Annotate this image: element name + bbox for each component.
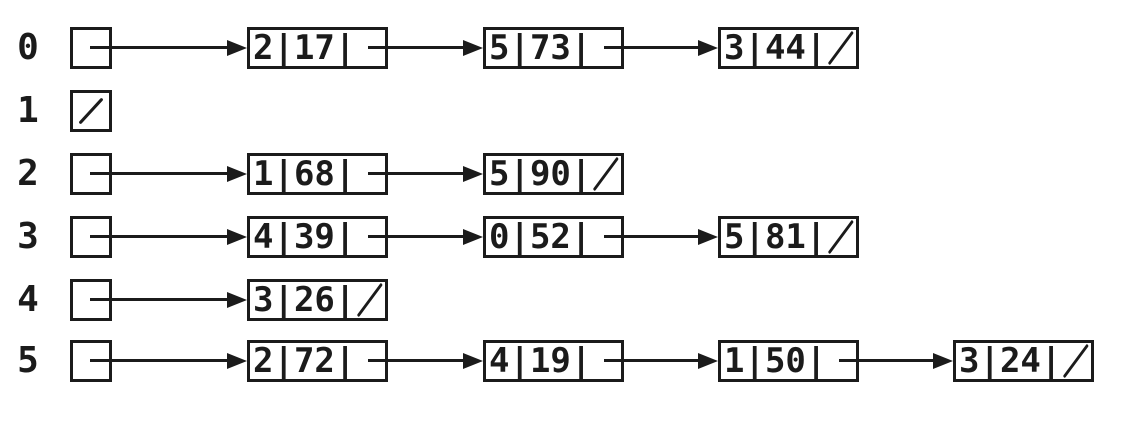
- bucket-row: 4 3|26|: [0, 279, 1135, 321]
- next-pointer-arrow: [368, 153, 483, 195]
- arrowhead-icon: [227, 292, 247, 308]
- list-node-box: 3|44|: [718, 27, 859, 69]
- arrowhead-icon: [227, 166, 247, 182]
- arrow-line: [839, 359, 939, 362]
- arrowhead-icon: [698, 229, 718, 245]
- node-vertex-weight-text: 1|68|: [253, 154, 356, 194]
- bucket-row: 2 1|68| 5|90|: [0, 153, 1135, 195]
- list-node-box: 0|52|: [483, 216, 624, 258]
- next-pointer-cell: [828, 31, 854, 65]
- bucket-row: 5 2|72| 4|19| 1|50| 3|24|: [0, 340, 1135, 382]
- list-node-box: 5|81|: [718, 216, 859, 258]
- next-pointer-arrow: [90, 216, 247, 258]
- head-pointer-box: [70, 90, 112, 132]
- next-pointer-cell: [593, 157, 619, 191]
- list-node-box: 3|24|: [953, 340, 1094, 382]
- list-node-box: 1|50|: [718, 340, 859, 382]
- bucket-row: 1: [0, 90, 1135, 132]
- node-vertex-weight-text: 5|81|: [724, 217, 827, 257]
- arrow-line: [368, 46, 469, 49]
- arrowhead-icon: [933, 353, 953, 369]
- node-vertex-weight-text: 5|90|: [489, 154, 592, 194]
- arrowhead-icon: [227, 353, 247, 369]
- bucket-row: 0 2|17| 5|73| 3|44|: [0, 27, 1135, 69]
- null-slash-icon: [79, 98, 103, 124]
- arrow-line: [90, 235, 233, 238]
- arrow-line: [90, 298, 233, 301]
- null-slash-icon: [593, 157, 619, 191]
- node-vertex-weight-text: 5|73|: [489, 28, 592, 68]
- arrowhead-icon: [463, 40, 483, 56]
- bucket-index-label: 1: [17, 90, 39, 131]
- arrow-line: [368, 359, 469, 362]
- next-pointer-cell: [357, 283, 383, 317]
- arrowhead-icon: [227, 40, 247, 56]
- next-pointer-arrow: [90, 153, 247, 195]
- node-vertex-weight-text: 3|44|: [724, 28, 827, 68]
- list-node-box: 1|68|: [247, 153, 388, 195]
- next-pointer-arrow: [604, 340, 718, 382]
- null-slash-icon: [828, 31, 854, 65]
- null-slash-icon: [357, 283, 383, 317]
- arrowhead-icon: [463, 166, 483, 182]
- null-slash-icon: [1063, 344, 1089, 378]
- node-vertex-weight-text: 3|24|: [959, 341, 1062, 381]
- list-node-box: 4|39|: [247, 216, 388, 258]
- next-pointer-arrow: [90, 279, 247, 321]
- bucket-row: 3 4|39| 0|52| 5|81|: [0, 216, 1135, 258]
- arrow-line: [368, 235, 469, 238]
- node-vertex-weight-text: 2|17|: [253, 28, 356, 68]
- arrow-line: [604, 46, 704, 49]
- arrow-line: [90, 172, 233, 175]
- null-slash-icon: [828, 220, 854, 254]
- next-pointer-arrow: [604, 27, 718, 69]
- bucket-index-label: 3: [17, 216, 39, 257]
- arrow-line: [604, 235, 704, 238]
- arrowhead-icon: [698, 353, 718, 369]
- list-node-box: 2|17|: [247, 27, 388, 69]
- node-vertex-weight-text: 4|19|: [489, 341, 592, 381]
- node-vertex-weight-text: 1|50|: [724, 341, 827, 381]
- next-pointer-arrow: [368, 216, 483, 258]
- arrow-line: [90, 359, 233, 362]
- node-vertex-weight-text: 3|26|: [253, 280, 356, 320]
- node-vertex-weight-text: 2|72|: [253, 341, 356, 381]
- arrow-line: [368, 172, 469, 175]
- next-pointer-cell: [828, 220, 854, 254]
- arrow-line: [90, 46, 233, 49]
- next-pointer-arrow: [604, 216, 718, 258]
- bucket-index-label: 2: [17, 153, 39, 194]
- next-pointer-arrow: [90, 340, 247, 382]
- list-node-box: 5|73|: [483, 27, 624, 69]
- arrowhead-icon: [463, 353, 483, 369]
- list-node-box: 5|90|: [483, 153, 624, 195]
- arrowhead-icon: [463, 229, 483, 245]
- next-pointer-arrow: [90, 27, 247, 69]
- list-node-box: 2|72|: [247, 340, 388, 382]
- bucket-index-label: 4: [17, 279, 39, 320]
- node-vertex-weight-text: 4|39|: [253, 217, 356, 257]
- bucket-index-label: 5: [17, 340, 39, 381]
- next-pointer-arrow: [368, 27, 483, 69]
- next-pointer-cell: [1063, 344, 1089, 378]
- list-node-box: 4|19|: [483, 340, 624, 382]
- list-node-box: 3|26|: [247, 279, 388, 321]
- arrowhead-icon: [227, 229, 247, 245]
- node-vertex-weight-text: 0|52|: [489, 217, 592, 257]
- arrowhead-icon: [698, 40, 718, 56]
- bucket-index-label: 0: [17, 27, 39, 68]
- next-pointer-arrow: [839, 340, 953, 382]
- arrow-line: [604, 359, 704, 362]
- next-pointer-arrow: [368, 340, 483, 382]
